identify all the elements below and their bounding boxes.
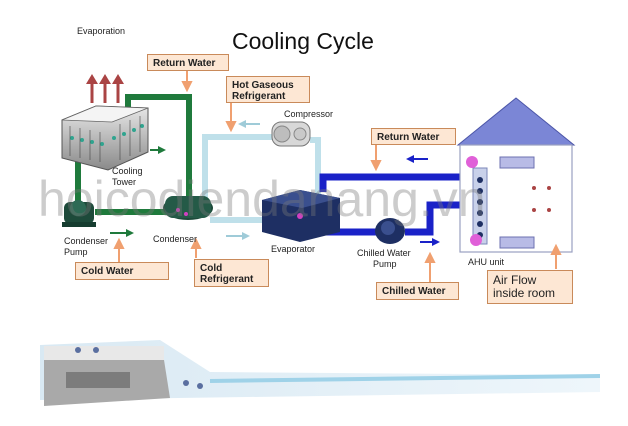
evaporator <box>262 190 340 242</box>
return-water-top-callout: Return Water <box>147 54 229 71</box>
hot-gaseous-refrigerant-callout: Hot Gaseous Refrigerant <box>226 76 310 103</box>
air-flow-callout: Air Flow inside room <box>487 270 573 304</box>
condenser-label: Condenser <box>153 234 198 244</box>
callout-pointers <box>113 70 562 282</box>
chilled-water-pump-label-line2: Pump <box>373 259 397 269</box>
return-water-right-text: Return Water <box>377 132 440 143</box>
compressor <box>271 121 311 147</box>
chilled-water-callout: Chilled Water <box>376 282 459 300</box>
compressor-label: Compressor <box>284 109 334 119</box>
air-flow-line1: Air Flow <box>493 273 537 287</box>
condenser <box>163 196 213 220</box>
cold-water-callout: Cold Water <box>75 262 169 280</box>
cold-refrigerant-callout: Cold Refrigerant <box>194 259 269 287</box>
cold-refrigerant-line1: Cold <box>200 263 223 274</box>
hot-gaseous-line1: Hot Gaseous <box>232 80 294 91</box>
return-water-top-text: Return Water <box>153 58 216 69</box>
chilled-water-pump <box>375 218 405 244</box>
cooling-tower-label-line2: Tower <box>112 177 137 187</box>
diagram-title: Cooling Cycle <box>232 28 374 54</box>
evaporation-label: Evaporation <box>77 26 126 36</box>
ahu-building <box>456 97 576 253</box>
flow-arrows <box>110 120 440 246</box>
condenser-pump-label-line1: Condenser <box>64 236 109 246</box>
cold-refrigerant-line2: Refrigerant <box>200 274 254 285</box>
condenser-pump-label-line2: Pump <box>64 247 88 257</box>
evaporation-arrows <box>86 74 124 103</box>
chilled-water-text: Chilled Water <box>382 286 446 297</box>
cooling-tower-label-line1: Cooling <box>112 166 143 176</box>
refrigerant-pipes <box>202 134 321 223</box>
cold-water-text: Cold Water <box>81 266 134 277</box>
hot-gaseous-line2: Refrigerant <box>232 91 286 102</box>
condenser-pump <box>62 200 96 227</box>
ahu-unit-label: AHU unit <box>468 257 505 267</box>
air-flow-line2: inside room <box>493 286 556 300</box>
return-water-right-callout: Return Water <box>371 128 456 145</box>
watermark-text: hoicodiendanang.vn <box>38 171 486 227</box>
chilled-water-pump-label-line1: Chilled Water <box>357 248 411 258</box>
bottom-decorative-banner <box>40 340 601 406</box>
cooling-tower <box>61 105 149 171</box>
evaporator-label: Evaporator <box>271 244 316 254</box>
